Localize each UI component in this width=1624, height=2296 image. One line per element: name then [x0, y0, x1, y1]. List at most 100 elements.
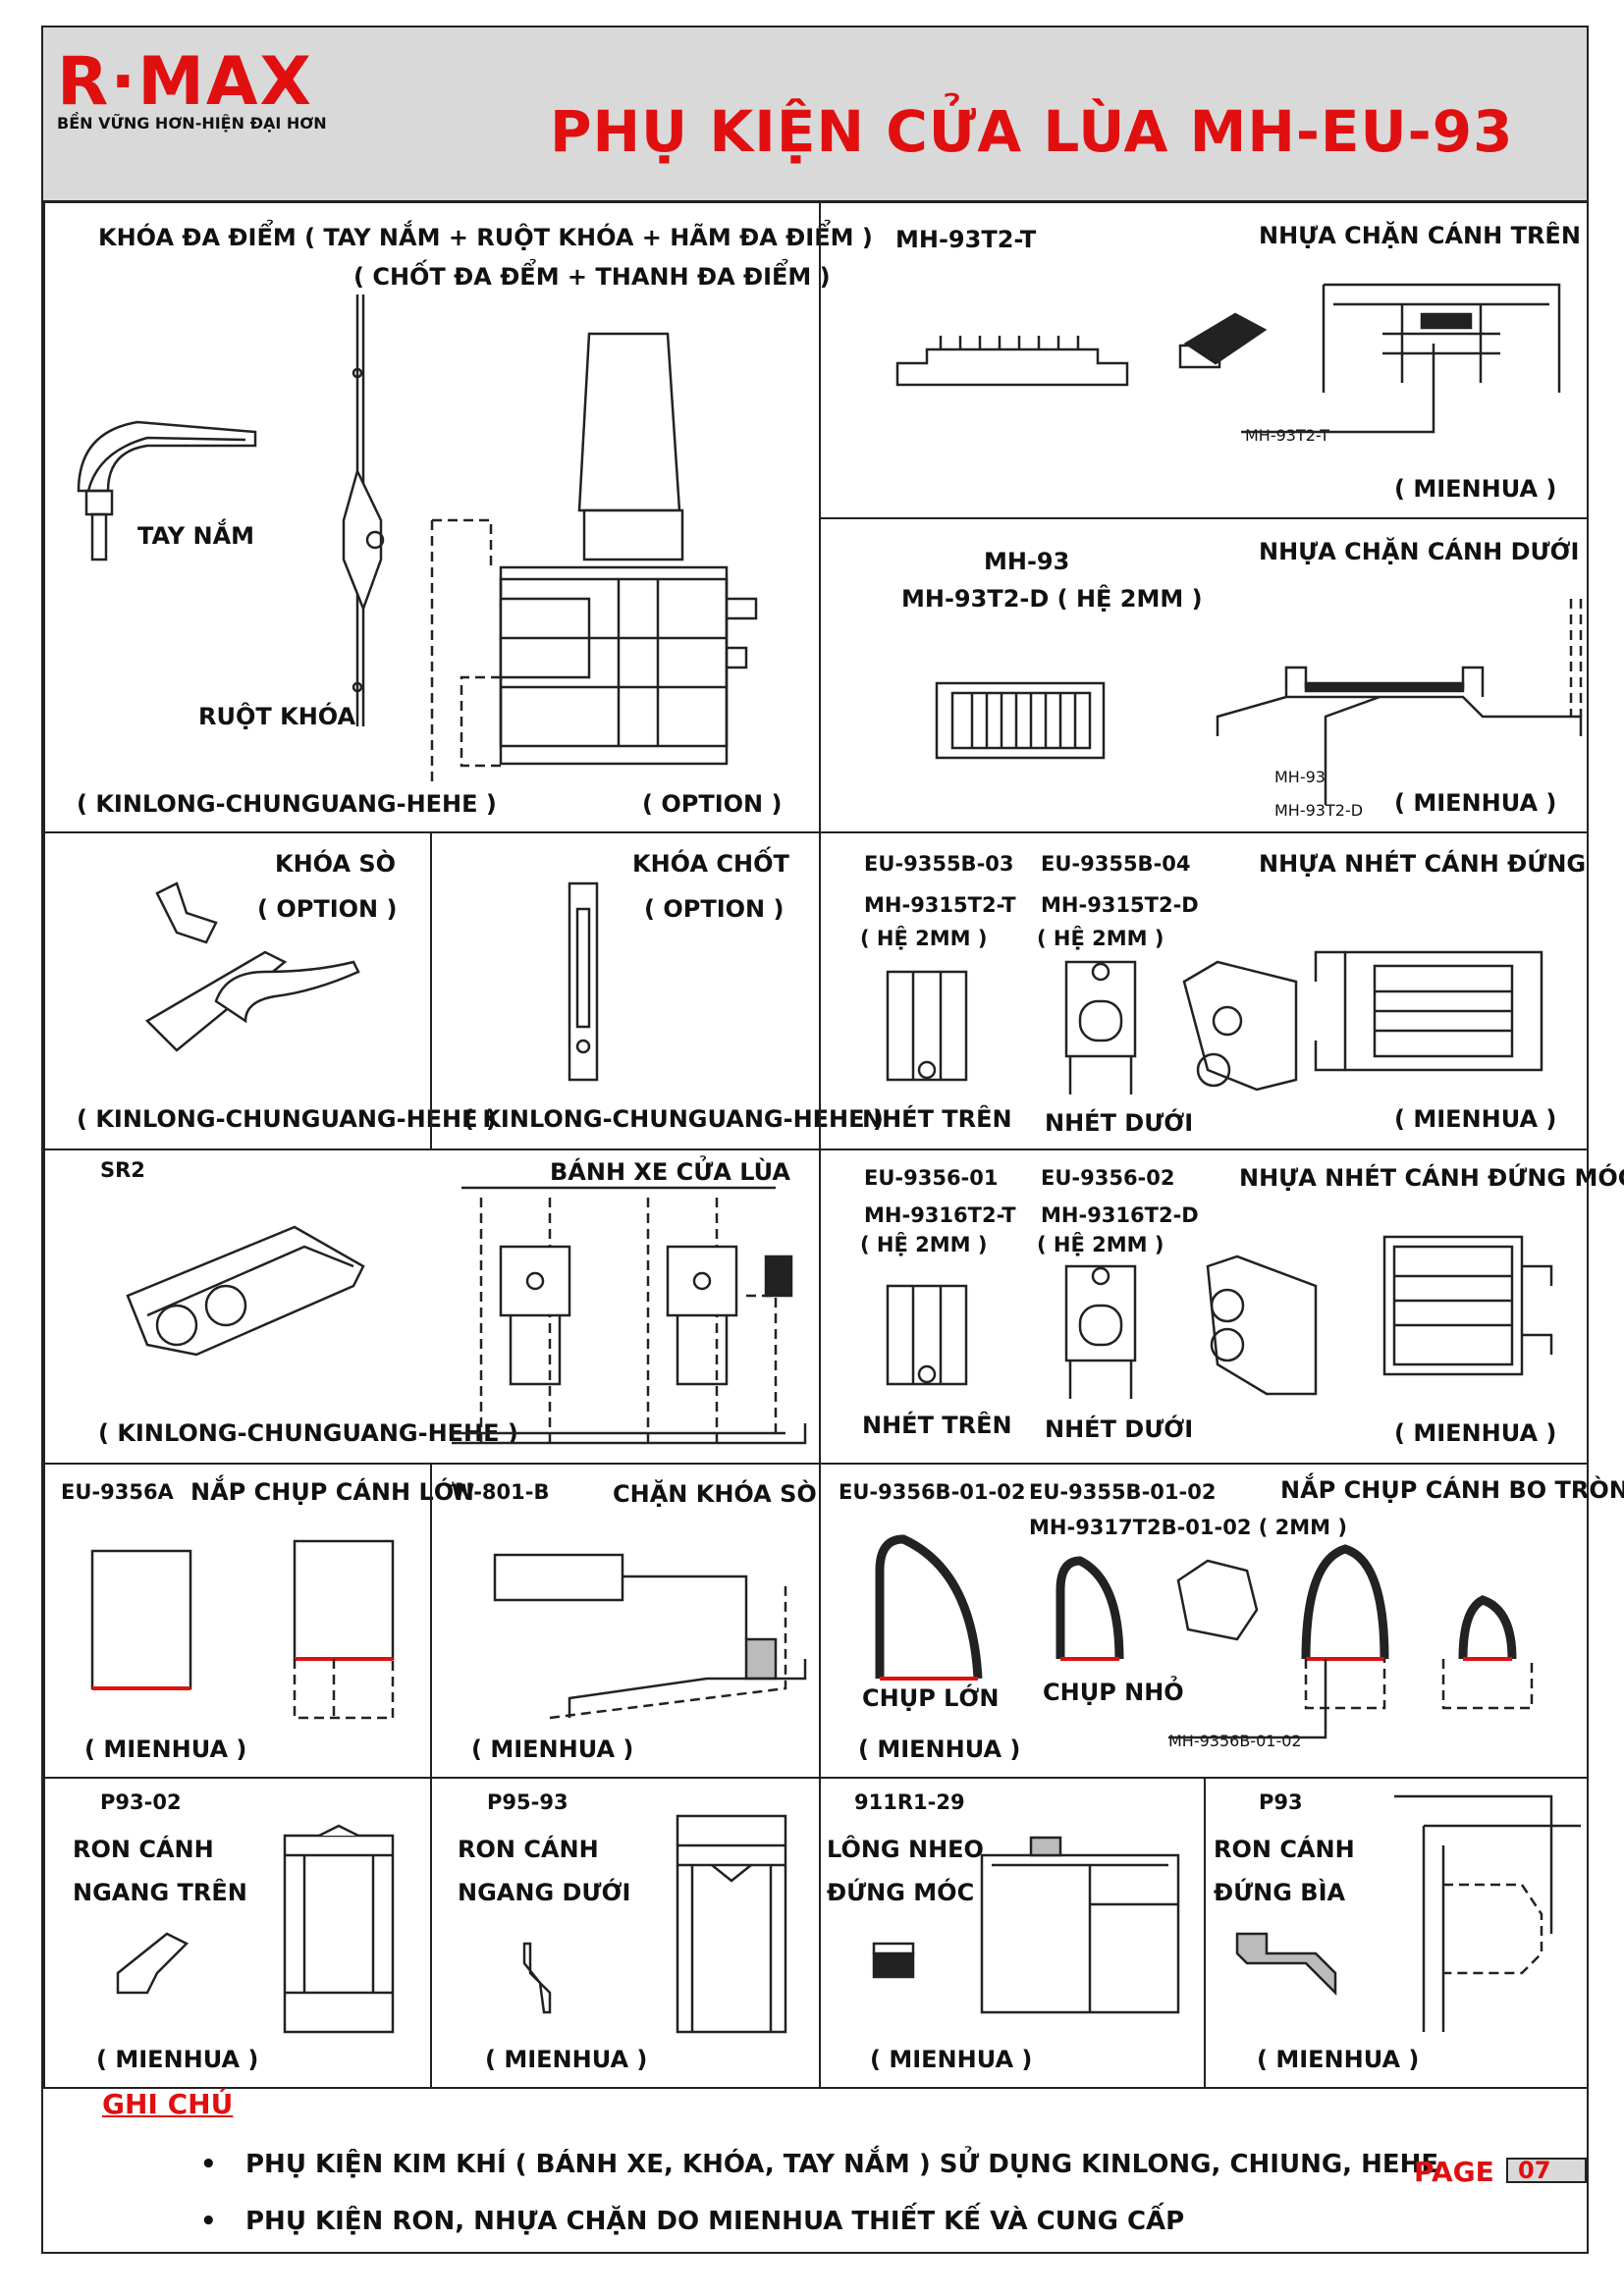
cap-round-large-label: CHỤP LỚN	[862, 1684, 1000, 1712]
roller-code: SR2	[100, 1158, 145, 1182]
multipoint-bar-drawing	[342, 294, 385, 726]
insert-hook-top-label: NHÉT TRÊN	[862, 1412, 1012, 1439]
crescent-stop-supplier: ( MIENHUA )	[471, 1735, 634, 1763]
bottom-stop-code1: MH-93	[984, 548, 1070, 575]
cell-latch-lock	[430, 831, 821, 1150]
top-stop-supplier: ( MIENHUA )	[1394, 475, 1557, 503]
cap-round-code1: EU-9356B-01-02	[839, 1480, 1026, 1504]
p95-93-line1: RON CÁNH	[458, 1836, 599, 1863]
crescent-lock-drawing	[144, 881, 360, 1052]
lock-option: ( OPTION )	[642, 790, 783, 818]
insert-sys1: ( HỆ 2MM )	[860, 927, 988, 950]
latch-brand: ( KINLONG-CHUNGUANG-HEHE )	[463, 1105, 884, 1133]
insert-hook-code2: EU-9356-02	[1041, 1166, 1175, 1190]
p95-93-drawing	[522, 1814, 787, 2034]
latch-drawing	[568, 881, 599, 1082]
p95-93-code: P95-93	[487, 1790, 568, 1814]
insert-sys2: ( HỆ 2MM )	[1037, 927, 1164, 950]
header	[43, 27, 1587, 203]
bottom-stop-drawing	[935, 599, 1583, 805]
crescent-stop-code: W-801-B	[452, 1480, 550, 1504]
crescent-option: ( OPTION )	[257, 895, 398, 923]
cylinder-label: RUỘT KHÓA	[198, 703, 356, 730]
brush-line2: ĐỨNG MÓC	[827, 1879, 975, 1906]
logo-tagline: BỀN VỮNG HƠN-HIỆN ĐẠI HƠN	[57, 114, 327, 133]
notes-heading: GHI CHÚ	[102, 2088, 234, 2120]
insert-code2: EU-9355B-04	[1041, 852, 1191, 876]
large-cap-drawing	[90, 1539, 395, 1720]
crescent-stop-name: CHẶN KHÓA SÒ	[613, 1480, 817, 1508]
note-item-2: PHỤ KIỆN RON, NHỰA CHẶN DO MIENHUA THIẾT…	[200, 2207, 1184, 2236]
top-stop-code: MH-93T2-T	[895, 226, 1037, 253]
lock-brand: ( KINLONG-CHUNGUANG-HEHE )	[77, 790, 497, 818]
insert-hook-sub1: MH-9316T2-T	[864, 1203, 1016, 1227]
insert-top-label: NHÉT TRÊN	[862, 1105, 1012, 1133]
bottom-stop-supplier: ( MIENHUA )	[1394, 789, 1557, 817]
insert-hook-sys1: ( HỆ 2MM )	[860, 1233, 988, 1256]
vertical-insert-hook-drawing	[886, 1235, 1553, 1399]
roller-section-drawing	[452, 1186, 807, 1445]
crescent-brand: ( KINLONG-CHUNGUANG-HEHE )	[77, 1105, 497, 1133]
top-stop-name: NHỰA CHẶN CÁNH TRÊN	[1259, 222, 1581, 249]
bottom-stop-callout1: MH-93	[1274, 768, 1326, 786]
insert-hook-code1: EU-9356-01	[864, 1166, 999, 1190]
cap-round-code2: EU-9355B-01-02	[1029, 1480, 1217, 1504]
insert-hook-sub2: MH-9316T2-D	[1041, 1203, 1199, 1227]
brush-drawing	[872, 1836, 1180, 2014]
p93-02-drawing	[116, 1824, 395, 2034]
cap-large-supplier: ( MIENHUA )	[84, 1735, 247, 1763]
cap-large-name: NẮP CHỤP CÁNH LỚN	[190, 1478, 474, 1506]
crescent-name: KHÓA SÒ	[275, 850, 397, 878]
bottom-stop-callout2: MH-93T2-D	[1274, 801, 1364, 820]
cap-round-sub: MH-9317T2B-01-02 ( 2MM )	[1029, 1516, 1347, 1539]
cap-large-code: EU-9356A	[61, 1480, 174, 1504]
insert-hook-sys2: ( HỆ 2MM )	[1037, 1233, 1164, 1256]
p95-93-line2: NGANG DƯỚI	[458, 1879, 631, 1906]
bottom-stop-code2: MH-93T2-D ( HỆ 2MM )	[901, 585, 1203, 613]
roller-brand: ( KINLONG-CHUNGUANG-HEHE )	[98, 1419, 518, 1447]
brush-line1: LÔNG NHEO	[827, 1836, 984, 1863]
insert-supplier: ( MIENHUA )	[1394, 1105, 1557, 1133]
p93-drawing	[1235, 1794, 1581, 2032]
insert-hook-name: NHỰA NHÉT CÁNH ĐỨNG MÓC	[1239, 1164, 1624, 1192]
insert-code1: EU-9355B-03	[864, 852, 1014, 876]
cap-round-supplier: ( MIENHUA )	[858, 1735, 1021, 1763]
brush-supplier: ( MIENHUA )	[870, 2046, 1033, 2073]
p93-code: P93	[1259, 1790, 1303, 1814]
cell-p93	[1204, 1777, 1589, 2089]
roller-drawing	[126, 1225, 365, 1357]
p93-02-line1: RON CÁNH	[73, 1836, 214, 1863]
insert-sub1: MH-9315T2-T	[864, 893, 1016, 917]
lock-title: KHÓA ĐA ĐIỂM ( TAY NẮM + RUỘT KHÓA + HÃM…	[98, 224, 873, 251]
insert-hook-bottom-label: NHÉT DƯỚI	[1045, 1415, 1194, 1443]
p93-02-supplier: ( MIENHUA )	[96, 2046, 259, 2073]
page-label: PAGE	[1414, 2156, 1494, 2188]
crescent-stop-drawing	[493, 1553, 807, 1720]
p93-line2: ĐỨNG BÌA	[1214, 1879, 1346, 1906]
insert-hook-supplier: ( MIENHUA )	[1394, 1419, 1557, 1447]
handle-label: TAY NẮM	[137, 522, 255, 550]
p93-02-code: P93-02	[100, 1790, 182, 1814]
p93-line1: RON CÁNH	[1214, 1836, 1355, 1863]
roller-name: BÁNH XE CỬA LÙA	[550, 1158, 791, 1186]
note-item-1: PHỤ KIỆN KIM KHÍ ( BÁNH XE, KHÓA, TAY NẮ…	[200, 2150, 1438, 2179]
page-number: 07	[1506, 2158, 1587, 2183]
logo: R·MAX	[57, 43, 313, 121]
bottom-stop-name: NHỰA CHẶN CÁNH DƯỚI	[1259, 538, 1580, 565]
cap-round-name: NẮP CHỤP CÁNH BO TRÒN	[1280, 1476, 1624, 1504]
page-title: PHỤ KIỆN CỬA LÙA MH-EU-93	[550, 98, 1514, 165]
handle-drawing	[77, 420, 257, 561]
round-cap-drawing	[875, 1534, 1534, 1739]
lock-subtitle: ( CHỐT ĐA ĐỂM + THANH ĐA ĐIỂM )	[353, 263, 831, 291]
brush-code: 911R1-29	[854, 1790, 965, 1814]
insert-bottom-label: NHÉT DƯỚI	[1045, 1109, 1194, 1137]
lock-section-drawing	[430, 332, 758, 785]
insert-name: NHỰA NHÉT CÁNH ĐỨNG	[1259, 850, 1587, 878]
vertical-insert-drawing	[886, 950, 1543, 1095]
p93-02-line2: NGANG TRÊN	[73, 1879, 247, 1906]
latch-option: ( OPTION )	[644, 895, 785, 923]
cap-round-callout: MH-9356B-01-02	[1168, 1732, 1302, 1750]
cap-round-small-label: CHỤP NHỎ	[1043, 1679, 1184, 1706]
insert-sub2: MH-9315T2-D	[1041, 893, 1199, 917]
latch-name: KHÓA CHỐT	[632, 850, 789, 878]
